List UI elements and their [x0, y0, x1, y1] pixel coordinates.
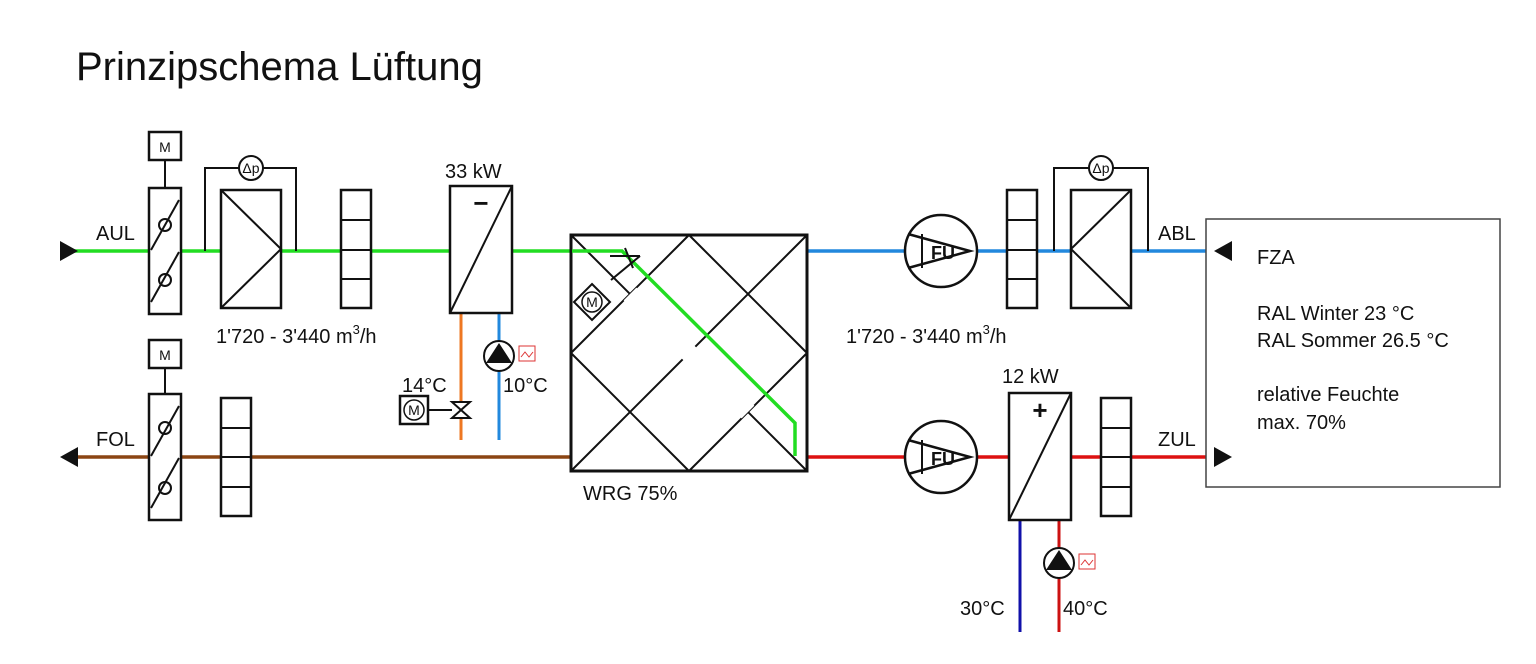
- flow-rate-right: 1'720 - 3'440 m3/h: [846, 322, 1007, 348]
- info-line-2: RAL Sommer 26.5 °C: [1257, 330, 1449, 352]
- supply-fan: FU: [903, 419, 979, 495]
- damper-motor-label: M: [159, 139, 171, 155]
- info-line-3: relative Feuchte: [1257, 384, 1399, 406]
- heat-recovery-unit: M: [569, 233, 809, 473]
- page-title: Prinzipschema Lüftung: [76, 45, 483, 89]
- info-heading: FZA: [1257, 247, 1295, 269]
- aul-inlet-arrow: [60, 241, 78, 261]
- outside-air-damper: M: [147, 130, 183, 316]
- damper-motor-label: M: [159, 347, 171, 363]
- info-line-4: max. 70%: [1257, 412, 1346, 434]
- label-abl: ABL: [1158, 223, 1196, 245]
- pressure-diff-label: Δp: [1092, 160, 1109, 176]
- fol-outlet-arrow: [60, 447, 78, 467]
- heater-power: 12 kW: [1002, 366, 1059, 388]
- info-line-1: RAL Winter 23 °C: [1257, 303, 1414, 325]
- heater-temp-left: 30°C: [960, 598, 1005, 620]
- cooler-temp-right: 10°C: [503, 375, 548, 397]
- heater-plus-sign: +: [1032, 395, 1047, 425]
- cooler-power: 33 kW: [445, 161, 502, 183]
- room-conditions-box: FZA RAL Winter 23 °C RAL Sommer 26.5 °C …: [1205, 218, 1501, 488]
- supply-air-silencer: [1099, 396, 1133, 518]
- exhaust-fan-vfd-label: FU: [931, 243, 955, 263]
- supply-fan-vfd-label: FU: [931, 449, 955, 469]
- pressure-diff-label: Δp: [242, 160, 259, 176]
- label-fol: FOL: [96, 429, 135, 451]
- heating-pump: [1043, 547, 1096, 579]
- heating-coil: +: [1007, 391, 1073, 632]
- label-zul: ZUL: [1158, 429, 1196, 451]
- waste-air-damper: M: [147, 338, 183, 522]
- heater-temp-right: 40°C: [1063, 598, 1108, 620]
- valve-motor-label: M: [408, 402, 420, 418]
- exhaust-air-filter: Δp: [1053, 155, 1149, 310]
- outside-air-silencer: [339, 188, 373, 310]
- outside-air-filter: Δp: [204, 155, 297, 310]
- cooling-pump: [483, 340, 536, 372]
- cooling-coil: −: [448, 184, 514, 440]
- exhaust-air-silencer: [1005, 188, 1039, 310]
- bypass-motor-label: M: [586, 294, 598, 310]
- cooler-minus-sign: −: [473, 188, 488, 218]
- wrg-label: WRG 75%: [583, 483, 678, 505]
- flow-rate-left: 1'720 - 3'440 m3/h: [216, 322, 377, 348]
- cooling-valve: M: [398, 394, 473, 426]
- waste-air-silencer: [219, 396, 253, 518]
- exhaust-fan: FU: [903, 213, 979, 289]
- label-aul: AUL: [96, 223, 135, 245]
- cooler-temp-left: 14°C: [402, 375, 447, 397]
